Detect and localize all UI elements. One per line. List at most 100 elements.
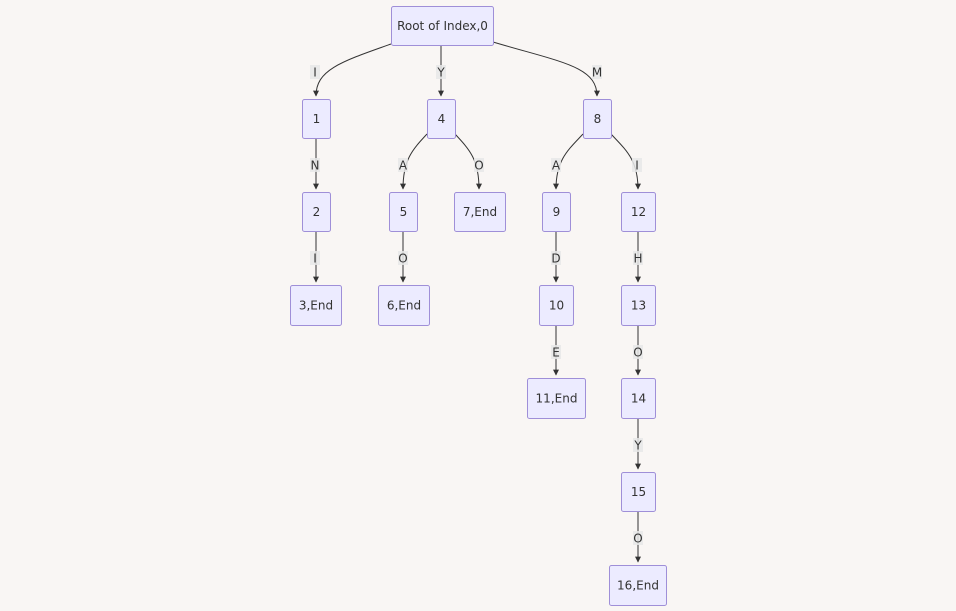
trie-node-9: 9: [542, 192, 571, 232]
trie-node-12: 12: [621, 192, 656, 232]
edge-label-background: [551, 345, 561, 359]
edge-label-background: [398, 251, 408, 265]
edge-label-text: Y: [633, 439, 642, 453]
nodes-layer: Root of Index,0123,End456,End7,End891011…: [290, 6, 667, 606]
node-box: [391, 6, 494, 46]
edge-label-n0-n4: Y: [436, 65, 446, 80]
edge-label-background: [632, 158, 642, 172]
trie-node-2: 2: [302, 192, 331, 232]
edge-label-n8-n12: I: [632, 158, 642, 173]
edge-label-text: A: [552, 159, 561, 173]
node-label: 3,End: [299, 299, 333, 313]
node-box: [454, 192, 506, 232]
node-box: [290, 285, 342, 326]
edge-label-background: [551, 158, 561, 172]
node-box: [427, 99, 456, 139]
edge-label-text: N: [311, 159, 320, 173]
node-label: 10: [549, 299, 564, 313]
edge-n4-n7: [454, 133, 482, 190]
node-label: 5: [400, 205, 408, 219]
edge-label-n15-n16: O: [633, 531, 643, 546]
trie-node-7: 7,End: [454, 192, 506, 232]
edge-label-background: [398, 158, 408, 172]
trie-node-15: 15: [621, 472, 656, 512]
node-box: [583, 99, 612, 139]
edge-label-background: [551, 251, 561, 265]
edge-label-text: I: [313, 252, 317, 266]
node-box: [389, 192, 418, 232]
trie-node-5: 5: [389, 192, 418, 232]
edge-label-background: [310, 65, 320, 79]
node-box: [621, 285, 656, 326]
node-label: 15: [631, 485, 646, 499]
node-box: [621, 472, 656, 512]
edge-label-text: O: [474, 159, 483, 173]
trie-node-1: 1: [302, 99, 331, 139]
edge-label-text: H: [633, 252, 642, 266]
edge-label-text: I: [313, 66, 317, 80]
edge-label-background: [310, 251, 320, 265]
node-label: 4: [438, 112, 446, 126]
edge-label-n1-n2: N: [310, 158, 320, 173]
edge-label-text: E: [552, 346, 560, 360]
edge-label-n13-n14: O: [633, 345, 643, 360]
edge-label-n10-n11: E: [551, 345, 561, 360]
edge-label-text: O: [633, 346, 642, 360]
trie-node-3: 3,End: [290, 285, 342, 326]
edge-n0-n8: [492, 41, 600, 97]
edge-label-text: Y: [436, 66, 445, 80]
node-label: 8: [594, 112, 602, 126]
node-box: [539, 285, 574, 326]
edge-n8-n9: [553, 133, 584, 190]
edge-label-background: [633, 345, 643, 359]
edge-label-text: O: [398, 252, 407, 266]
node-box: [378, 285, 430, 326]
node-box: [621, 192, 656, 232]
edge-label-n9-n10: D: [551, 251, 561, 266]
edge-n4-n5: [400, 133, 428, 190]
edge-label-n0-n8: M: [592, 65, 602, 80]
edge-label-background: [633, 251, 643, 265]
edge-label-n0-n1: I: [310, 65, 320, 80]
edge-n0-n1: [313, 43, 392, 97]
edge-label-n5-n6: O: [398, 251, 408, 266]
edge-label-background: [633, 531, 643, 545]
trie-node-11: 11,End: [527, 378, 586, 419]
edge-label-text: I: [635, 159, 639, 173]
edge-label-n4-n7: O: [474, 158, 484, 173]
node-box: [542, 192, 571, 232]
trie-node-16: 16,End: [609, 565, 667, 606]
node-box: [609, 565, 667, 606]
edge-label-n2-n3: I: [310, 251, 320, 266]
edge-label-background: [310, 158, 320, 172]
node-box: [302, 99, 331, 139]
edge-label-n14-n15: Y: [633, 438, 643, 453]
edge-label-n8-n9: A: [551, 158, 561, 173]
edge-label-text: A: [399, 159, 408, 173]
node-label: 7,End: [463, 205, 497, 219]
trie-node-0: Root of Index,0: [391, 6, 494, 46]
edge-label-background: [474, 158, 484, 172]
edge-labels-layer: I Y M N I A O O A I D E H O Y O: [310, 65, 643, 546]
edge-label-text: M: [592, 66, 602, 80]
edge-label-text: O: [633, 532, 642, 546]
node-label: 2: [313, 205, 321, 219]
node-label: 16,End: [617, 579, 659, 593]
edge-label-n4-n5: A: [398, 158, 408, 173]
node-box: [302, 192, 331, 232]
node-label: 11,End: [536, 392, 578, 406]
edge-label-background: [592, 65, 602, 79]
trie-node-10: 10: [539, 285, 574, 326]
trie-node-14: 14: [621, 378, 656, 419]
trie-node-13: 13: [621, 285, 656, 326]
edge-label-text: D: [551, 252, 560, 266]
edge-label-background: [633, 438, 643, 452]
node-label: 12: [631, 205, 646, 219]
trie-node-6: 6,End: [378, 285, 430, 326]
trie-node-4: 4: [427, 99, 456, 139]
node-label: 1: [313, 112, 321, 126]
node-label: 9: [553, 205, 561, 219]
edge-label-n12-n13: H: [633, 251, 643, 266]
node-box: [527, 378, 586, 419]
